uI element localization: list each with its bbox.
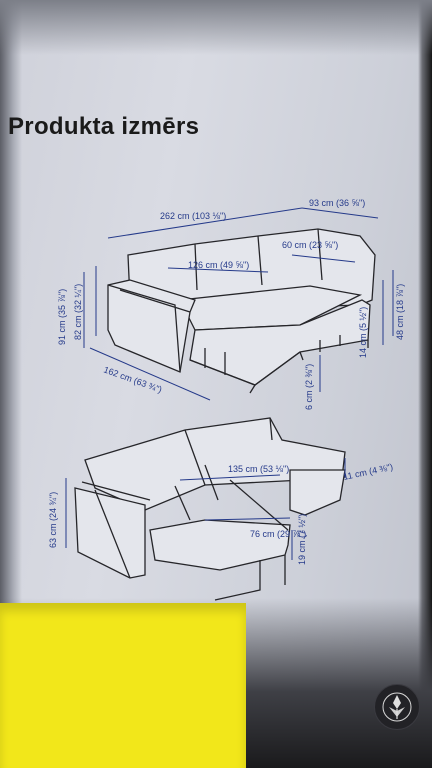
dim-chaise-height: 48 cm (18 ⅞") xyxy=(395,284,405,340)
yellow-sticky-note xyxy=(0,603,246,768)
right-shadow xyxy=(418,0,432,768)
dim-leg-height: 6 cm (2 ⅜") xyxy=(304,364,314,410)
sofa-bed-dimension-lines xyxy=(65,458,346,560)
dim-arm-height: 63 cm (24 ¾") xyxy=(48,492,58,548)
dim-seat-width: 126 cm (49 ⅝") xyxy=(188,260,249,270)
dim-height: 91 cm (35 ⅞") xyxy=(57,289,67,345)
sofa-bed-outline xyxy=(74,417,346,601)
left-shadow xyxy=(0,0,22,768)
dim-storage-depth: 11 cm (4 ⅜") xyxy=(342,462,394,482)
sofa-top-dimension-lines xyxy=(83,207,394,401)
dim-chaise-width: 60 cm (23 ⅝") xyxy=(282,240,338,250)
dim-total-width: 262 cm (103 ⅛") xyxy=(160,211,226,221)
page-title: Produkta izmērs xyxy=(8,113,200,140)
dim-bed-length: 135 cm (53 ⅛") xyxy=(228,464,289,474)
dim-chaise-depth: 93 cm (36 ⅝") xyxy=(309,198,365,208)
dim-storage-width: 76 cm (29 ⅞") xyxy=(250,529,306,539)
dim-back-height: 82 cm (32 ¼") xyxy=(73,284,83,340)
dim-depth: 162 cm (63 ¾") xyxy=(102,364,163,394)
dim-storage-height: 19 cm (7 ½") xyxy=(297,514,307,565)
sofa-top-outline xyxy=(107,228,376,394)
dim-chaise-leg: 14 cm (5 ½") xyxy=(358,307,368,358)
tree-mandala-icon xyxy=(374,684,420,730)
top-shadow xyxy=(0,0,432,55)
